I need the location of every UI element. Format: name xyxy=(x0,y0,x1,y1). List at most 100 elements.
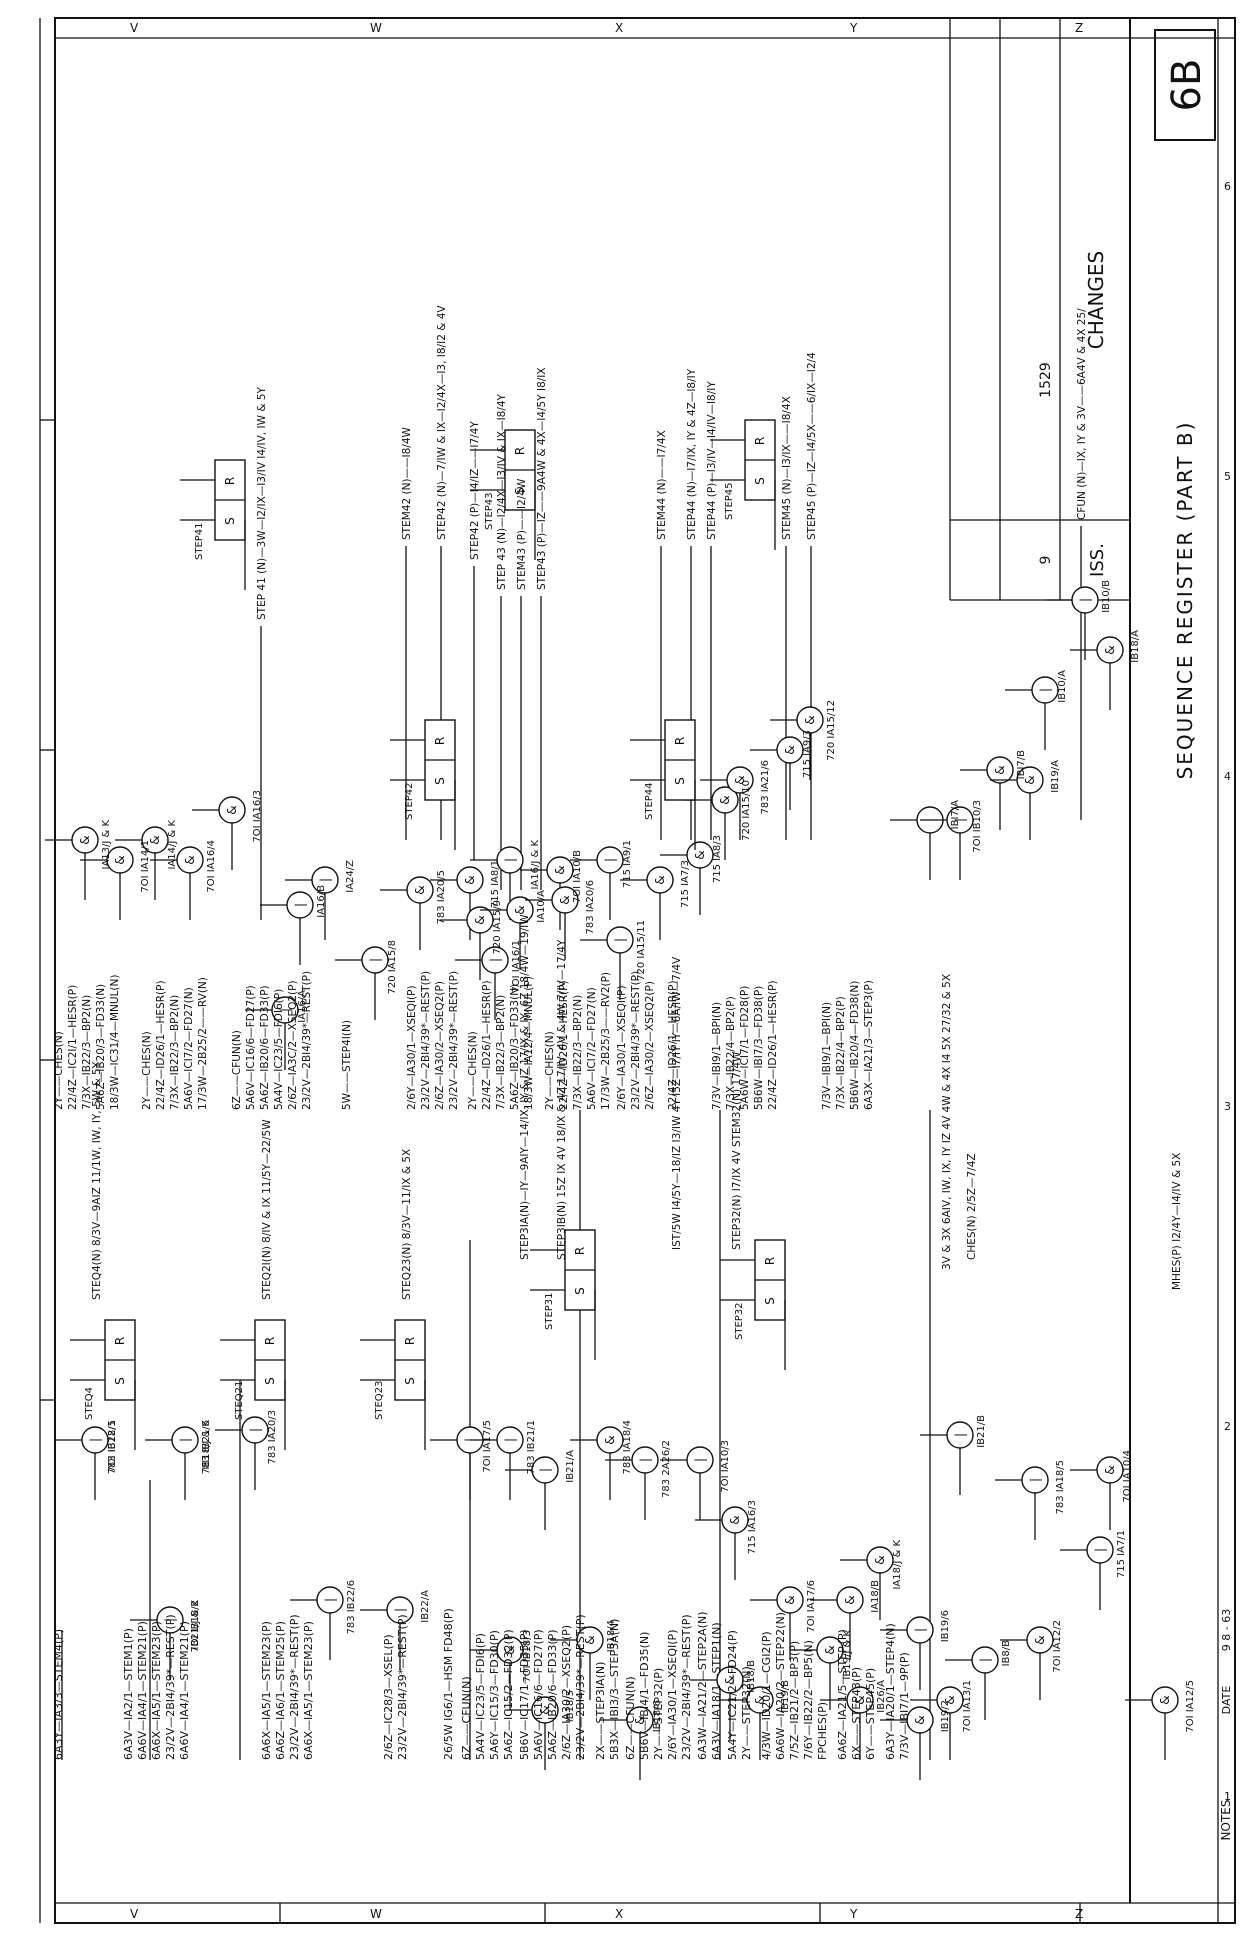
mid-input-label: 7/3V—IBI9/1—BPI(N) xyxy=(821,1002,833,1110)
gate-reference-label: IB18/J & K xyxy=(201,1420,212,1470)
gate-reference-label: 7OI IA16/3 xyxy=(252,790,263,843)
gate-reference-label: 720 IA15/10 xyxy=(741,780,752,841)
iss-value: 9 xyxy=(1038,556,1054,565)
right-zone-number: 4 xyxy=(1224,770,1231,783)
svg-text:&: & xyxy=(1103,645,1117,654)
svg-text:&: & xyxy=(183,855,197,864)
mid-input-label: 5A6V—IC16/6—FD27(P) xyxy=(245,985,257,1110)
gate-reference-label: 715 IA7/3 xyxy=(680,860,691,908)
gate-reference-label: 7OI IB10/3 xyxy=(972,800,983,853)
gate-reference-label: 7OI IA14/1 xyxy=(140,840,151,893)
left-output-label: STEQ2I(N) 8/IV & IX 11/5Y—22/5W xyxy=(261,1119,273,1300)
gate-reference-label: 720 IA15/8 xyxy=(387,940,398,995)
mid-input-label: 5W——STEP4I(N) xyxy=(341,1020,353,1110)
svg-text:&: & xyxy=(853,1695,867,1704)
gate-reference-label: IA16/J & K xyxy=(530,840,541,890)
svg-text:&: & xyxy=(1033,1635,1047,1644)
svg-text:&: & xyxy=(783,745,797,754)
svg-text:&: & xyxy=(943,1695,957,1704)
and-gate: & xyxy=(720,1686,774,1760)
and-gate: & xyxy=(880,1706,934,1780)
and-gate: & xyxy=(750,736,804,810)
mid-input-label: 2/6Z—IA30/2—XSEQ2(P) xyxy=(644,981,656,1110)
date-label: DATE xyxy=(1220,1686,1233,1715)
right-output-label: STEM43 (P)——I2/4W xyxy=(516,478,528,590)
and-gate: & xyxy=(790,1636,844,1710)
left-input-label: 6A3Y—IA20/1—STEP4(N) xyxy=(884,1623,897,1760)
gate-reference-label: IBI7/B xyxy=(1016,750,1027,779)
mid-input-label: 7/3X—IB22/4—BP2(P) xyxy=(835,996,847,1110)
outer-frame xyxy=(54,17,1236,1924)
gate-reference-label: IB22/A xyxy=(420,1590,431,1623)
flip-flop-label: STEP31 xyxy=(544,1292,555,1330)
notes-label: NOTES xyxy=(1219,1800,1233,1841)
mid-input-label: 7/3X—IB22/4—BP2(P) xyxy=(725,996,737,1110)
gate-reference-label: 7OI IB18/1 xyxy=(107,1420,118,1473)
svg-text:|: | xyxy=(163,1618,177,1622)
left-input-label: 6A6V—IA4/1—STEM21(P) xyxy=(178,1621,191,1760)
gate-reference-label: IB18/6 xyxy=(652,1700,663,1732)
left-input-label: 5B3X—IBI3/3—STEP3A(N) xyxy=(608,1619,621,1760)
top-zone-letter: Y xyxy=(849,21,858,35)
mid-input-label: 5B6W—IBI7/3—FD38(P) xyxy=(753,986,765,1110)
svg-text:&: & xyxy=(503,1645,517,1654)
svg-text:&: & xyxy=(513,905,527,914)
mid-input-label: 5A6Z—IB20/3—FD33(N) xyxy=(95,984,107,1110)
or-gate: | xyxy=(55,1426,109,1500)
svg-text:&: & xyxy=(693,850,707,859)
left-input-label: 23/2V—2BI4/39*—REST(P) xyxy=(288,1614,301,1760)
bottom-zone-letter: X xyxy=(615,1907,623,1921)
gate-reference-label: 783 IB21/6 xyxy=(201,1420,212,1475)
svg-text:|: | xyxy=(638,1458,652,1462)
top-zone-letter: W xyxy=(370,21,382,35)
gate-reference-label: IB8/B xyxy=(1001,1640,1012,1667)
right-output-label: STEM45 (N)—I3/IX——I8/4X xyxy=(781,396,793,540)
flip-flop-label: STEP44 xyxy=(644,782,655,820)
mid-input-label: 23/2V—2BI4/39*—REST(P) xyxy=(420,971,432,1110)
gate-reference-label: IB19/2 xyxy=(940,1700,951,1732)
svg-text:&: & xyxy=(225,805,239,814)
svg-text:&: & xyxy=(558,895,572,904)
left-input-label: 5B6V—IC17/1—FD35(P) xyxy=(518,1629,531,1760)
and-gate: & xyxy=(1125,1686,1179,1760)
svg-text:|: | xyxy=(323,1598,337,1602)
gate-reference-label: 7OI IA10/4 xyxy=(1122,1450,1133,1503)
gate-reference-label: 7OI IA10/3 xyxy=(720,1440,731,1493)
mid-input-label: 22/4Z—ID26/1—HESR(P) xyxy=(767,980,779,1110)
svg-text:|: | xyxy=(503,858,517,862)
or-gate: | xyxy=(470,846,524,920)
svg-text:|: | xyxy=(613,938,627,942)
gate-reference-label: 720 IA15/11 xyxy=(636,920,647,981)
svg-text:&: & xyxy=(603,1435,617,1444)
left-input-label: 5A4Y—IC21/2—FD24(P) xyxy=(726,1630,739,1760)
svg-text:&: & xyxy=(653,875,667,884)
left-input-label: 6A6X—IA5/1—STEM23(P) xyxy=(150,1621,163,1760)
svg-text:&: & xyxy=(583,1635,597,1644)
and-gate: & xyxy=(550,1626,604,1700)
svg-text:&: & xyxy=(733,775,747,784)
svg-text:&: & xyxy=(723,1675,737,1684)
right-zone-number: 2 xyxy=(1224,1420,1231,1433)
gate-reference-label: 715 IA7/1 xyxy=(1116,1530,1127,1578)
svg-text:|: | xyxy=(953,818,967,822)
left-output-label: STEQ23(N) 8/3V—11/IX & 5X xyxy=(401,1149,413,1300)
right-output-label: STEP44 (N)—I7/IX, IY & 4Z—I8/IY xyxy=(686,368,698,540)
left-input-label: 6X——STEP43(P) xyxy=(850,1667,863,1760)
or-gate: | xyxy=(995,1466,1049,1540)
svg-text:|: | xyxy=(603,858,617,862)
gate-reference-label: 7OI IA16/4 xyxy=(206,840,217,893)
gate-reference-label: IB26/A xyxy=(876,1680,887,1713)
and-gate: & xyxy=(520,856,574,930)
left-input-label: 6A6W—IA20/2—STEP22(N) xyxy=(774,1612,787,1760)
and-gate: & xyxy=(810,1586,864,1660)
and-gate: & xyxy=(1000,1626,1054,1700)
gate-reference-label: IA16/A xyxy=(297,990,308,1023)
svg-text:&: & xyxy=(803,715,817,724)
left-input-label: 6A6X—IA5/1—STEM23(P) xyxy=(302,1621,315,1760)
date-value: 9 8 - 63 xyxy=(1220,1609,1233,1651)
